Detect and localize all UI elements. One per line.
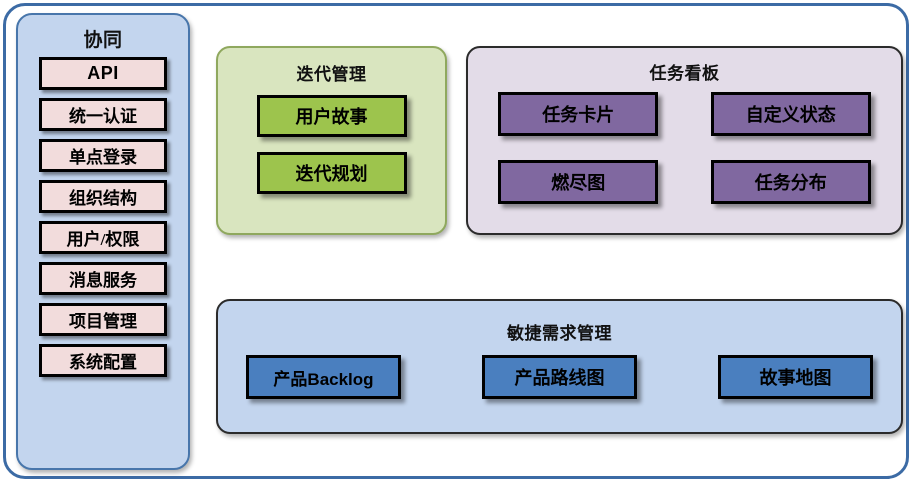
group-agile-requirements[interactable]: 敏捷需求管理 产品Backlog 产品路线图 故事地图 <box>216 299 903 434</box>
group-iteration-management-title: 迭代管理 <box>296 65 367 84</box>
sidebar-item-message-service[interactable]: 消息服务 <box>39 262 167 295</box>
task-board-item-custom-status[interactable]: 自定义状态 <box>710 92 871 136</box>
agile-item-row: 产品Backlog 产品路线图 故事地图 <box>246 355 873 399</box>
sidebar-item-org-structure[interactable]: 组织结构 <box>39 180 167 213</box>
group-task-board[interactable]: 任务看板 任务卡片 自定义状态 燃尽图 任务分布 <box>466 46 903 235</box>
sidebar-item-api[interactable]: API <box>39 57 167 90</box>
sidebar-item-sso[interactable]: 单点登录 <box>39 139 167 172</box>
group-collaboration[interactable]: 协同 API 统一认证 单点登录 组织结构 用户/权限 消息服务 项目管理 系统… <box>16 13 190 470</box>
group-iteration-management[interactable]: 迭代管理 用户故事 迭代规划 <box>216 46 447 235</box>
task-board-item-task-distribution[interactable]: 任务分布 <box>710 160 871 204</box>
sidebar-item-unified-auth[interactable]: 统一认证 <box>39 98 167 131</box>
iteration-item-user-story[interactable]: 用户故事 <box>256 95 407 137</box>
task-board-item-task-card[interactable]: 任务卡片 <box>498 92 659 136</box>
group-agile-requirements-title: 敏捷需求管理 <box>507 324 612 343</box>
iteration-item-list: 用户故事 迭代规划 <box>218 95 445 194</box>
group-task-board-title: 任务看板 <box>649 64 720 83</box>
agile-item-product-roadmap[interactable]: 产品路线图 <box>482 355 637 399</box>
collaboration-item-list: API 统一认证 单点登录 组织结构 用户/权限 消息服务 项目管理 系统配置 <box>18 57 188 377</box>
sidebar-item-system-config[interactable]: 系统配置 <box>39 344 167 377</box>
iteration-item-iteration-planning[interactable]: 迭代规划 <box>256 152 407 194</box>
task-board-item-grid: 任务卡片 自定义状态 燃尽图 任务分布 <box>492 92 877 204</box>
agile-item-product-backlog[interactable]: 产品Backlog <box>246 355 401 399</box>
task-board-item-burndown-chart[interactable]: 燃尽图 <box>498 160 659 204</box>
group-collaboration-title: 协同 <box>83 30 123 51</box>
agile-item-story-map[interactable]: 故事地图 <box>718 355 873 399</box>
sidebar-item-project-management[interactable]: 项目管理 <box>39 303 167 336</box>
sidebar-item-user-permission[interactable]: 用户/权限 <box>39 221 167 254</box>
